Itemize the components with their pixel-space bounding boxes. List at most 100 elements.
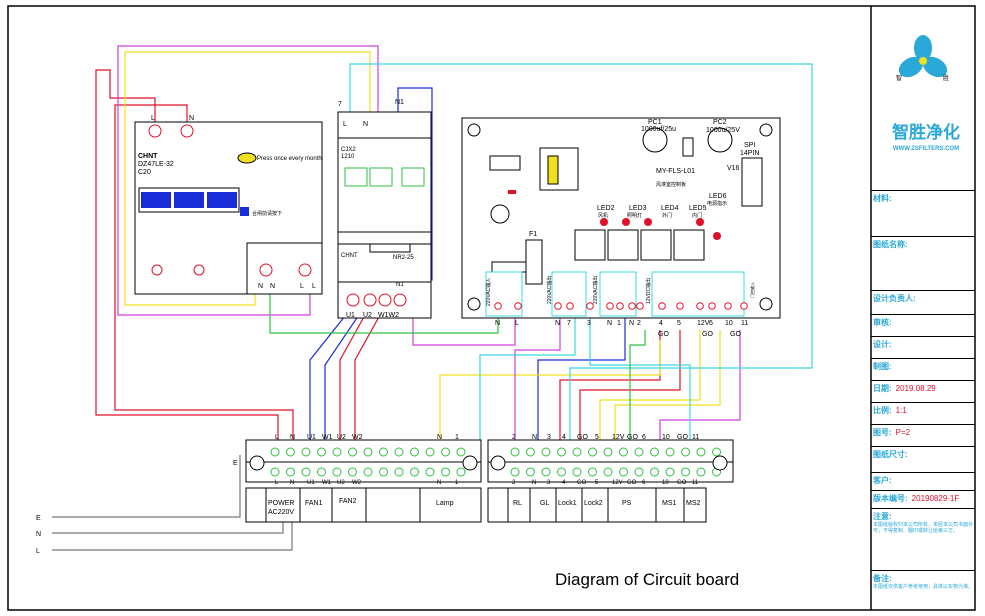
terminal-screw — [712, 447, 721, 457]
board-pc2: PC2 — [713, 119, 727, 126]
terminal-screw — [572, 447, 582, 457]
terminal-left-top-label: U1 — [307, 434, 316, 441]
tb-remark-text: 本图纸仅供客户参考使用，具体以实物为准。 — [873, 584, 974, 590]
terminal-right-section-label: MS2 — [686, 500, 701, 507]
terminal-left-mid-label: 1 — [455, 480, 459, 486]
fuse-f1 — [525, 239, 543, 285]
board-pin — [740, 302, 748, 310]
terminal-right-top-label: GO — [627, 434, 638, 441]
tb-row-attention: 注意:本图纸版权归本公司所有，未经本公司书面许可，不得复制、翻印或转让给第三方。 — [871, 508, 975, 570]
board-pin-label: 6 — [709, 320, 713, 327]
terminal-screw — [541, 467, 551, 477]
terminal-screw — [634, 447, 644, 457]
terminal-right-mid-label: 4 — [562, 480, 566, 486]
terminal-screw — [681, 447, 690, 457]
terminal-left-section-label: FAN2 — [339, 498, 357, 505]
terminal-right-top-label: GO — [677, 434, 688, 441]
terminal-right-top-label: GO — [577, 434, 588, 441]
terminal-screw — [394, 447, 404, 457]
led4-cn: 外门 — [662, 212, 672, 219]
terminal-screw — [572, 467, 582, 477]
board-spi: SPI — [744, 142, 755, 149]
conn-12vdc-label: 12VDC输出 — [645, 278, 652, 304]
wire-supply-E — [52, 455, 241, 518]
terminal-screw — [557, 447, 566, 457]
terminal-screw — [588, 447, 597, 457]
tb-row-date: 日期:2019.08.29 — [871, 380, 975, 402]
relay-model: NR2-25 — [393, 255, 414, 261]
conn-220vac-in — [485, 271, 523, 317]
terminal-left-section-label: Lamp — [436, 500, 454, 507]
terminal-left-section-label: FAN1 — [305, 500, 323, 507]
terminal-screw — [379, 467, 388, 477]
terminal-screw — [510, 467, 520, 477]
terminal-right-mid-label: 11 — [692, 480, 699, 486]
board-model: MY-FLS-L01 — [656, 168, 695, 175]
led5-cn: 内门 — [692, 212, 702, 219]
board-pin-label: 10 — [725, 320, 733, 327]
conn-side-label: 门控输入 — [749, 282, 755, 298]
logo-left-char: 智 — [896, 74, 902, 82]
wire-yellow-4 — [439, 340, 661, 440]
conn-out2-label: 220VAC输出 — [592, 276, 599, 304]
terminal-right-top-label: N — [532, 434, 537, 441]
wire-blue-W1 — [324, 305, 366, 440]
board-pin-label: 4 — [659, 320, 663, 327]
led5-label: LED5 — [689, 205, 707, 212]
tb-row-scale: 比例:1:1 — [871, 402, 975, 424]
terminal-right-section-label: MS1 — [662, 500, 677, 507]
circuit-board — [461, 117, 781, 319]
brand-name: 智胜净化 — [892, 123, 960, 142]
board-pc1-val: 1000uf/25u — [641, 126, 676, 133]
board-pin-label: 1 — [617, 320, 621, 327]
board-pin — [724, 302, 732, 310]
board-pin — [658, 302, 666, 310]
terminal-left-mid-label: W1 — [322, 480, 332, 486]
board-pin-label: 5 — [677, 320, 681, 327]
board-pin — [566, 302, 574, 310]
conn-in-label: 220VAC输入 — [485, 278, 492, 306]
terminal-mount — [462, 455, 478, 471]
terminal-mount — [712, 455, 728, 471]
tb-row-drafter: 制图: — [871, 358, 975, 380]
breaker-switch-2 — [174, 192, 204, 208]
wire-cyan-2 — [479, 318, 576, 440]
terminal-screw — [603, 447, 613, 457]
led3-label: LED3 — [629, 205, 647, 212]
terminal-left-top-label: L — [275, 434, 279, 441]
terminal-screw — [510, 447, 520, 457]
terminal-screw — [681, 467, 690, 477]
terminal-screw — [634, 467, 644, 477]
terminal-left-top-label: W2 — [352, 434, 363, 441]
led3-cn: 照明灯 — [627, 212, 642, 219]
terminal-screw — [425, 467, 435, 477]
board-pin — [676, 302, 684, 310]
terminal-screw — [317, 447, 326, 457]
breaker-switch-3 — [207, 192, 237, 208]
wire-magenta-3 — [659, 330, 741, 440]
terminal-screw — [270, 467, 280, 477]
wire-magenta-2 — [412, 306, 516, 346]
board-pc2-val: 1000u/25V — [706, 127, 740, 134]
board-pin-label: 12V — [697, 320, 710, 327]
terminal-left-mid-label: N — [290, 480, 294, 486]
board-pin — [586, 302, 594, 310]
board-pin — [636, 302, 644, 310]
terminal-right-top-label: 5 — [595, 434, 599, 441]
terminal-screw — [557, 467, 566, 477]
terminal-screw — [665, 447, 675, 457]
logo-petal-top — [914, 35, 932, 61]
board-pin — [494, 302, 502, 310]
capacitor-pc2 — [707, 127, 733, 153]
tb-row-material: 材料: — [871, 190, 975, 230]
breaker-rating: C20 — [138, 169, 151, 176]
company-logo: 智 胜 — [896, 35, 949, 82]
terminal-right-mid-label: 2 — [512, 480, 516, 486]
breaker-screw-br1 — [259, 263, 273, 277]
terminal-screw — [650, 467, 659, 477]
terminal-left-mid-label: L — [275, 480, 279, 486]
terminal-screw — [541, 447, 551, 457]
breaker-switch-1 — [141, 192, 171, 208]
capacitor-pc1 — [642, 127, 668, 153]
board-v16: V16 — [727, 165, 740, 172]
